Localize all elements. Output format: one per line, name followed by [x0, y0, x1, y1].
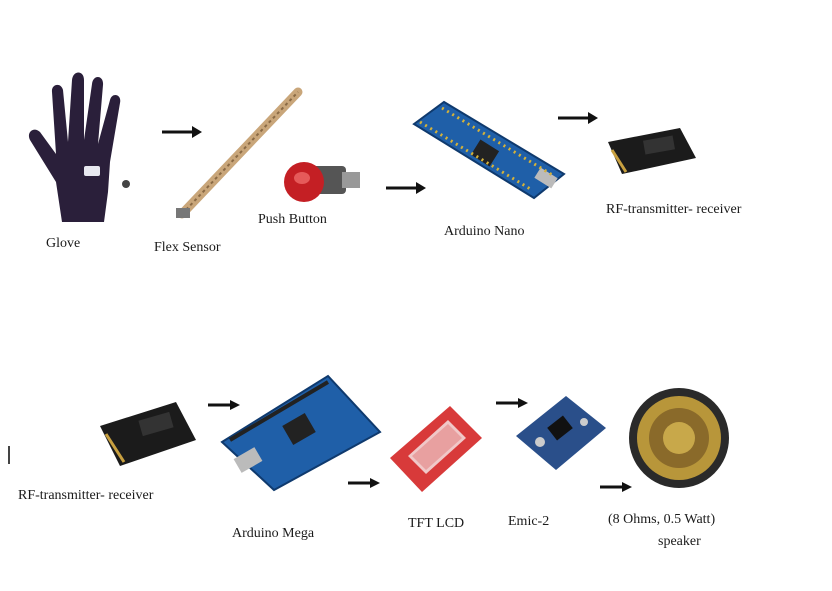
rf-module-image	[96, 396, 200, 472]
arrow-right-icon	[556, 110, 600, 126]
glove-label: Glove	[46, 236, 81, 251]
push-button-image	[280, 156, 364, 208]
arduino-nano-label: Arduino Nano	[444, 224, 525, 239]
emic2-label: Emic-2	[508, 514, 550, 529]
rf-module-image	[604, 124, 700, 176]
arduino-mega-image	[216, 372, 386, 494]
tft-lcd-image	[382, 400, 486, 496]
glove-image	[22, 62, 140, 230]
arrow-right-icon	[160, 124, 204, 140]
arduino-mega-label: Arduino Mega	[232, 526, 315, 541]
arrow-right-icon	[598, 480, 634, 494]
push-button-label: Push Button	[258, 212, 327, 227]
flex-sensor-label: Flex Sensor	[154, 240, 221, 255]
flex-sensor-image	[170, 84, 310, 224]
arrow-right-icon	[346, 476, 382, 490]
rf-bottom-label: RF-transmitter- receiver	[18, 488, 154, 503]
speaker-label-line2: speaker	[658, 534, 701, 549]
arrow-right-icon	[206, 398, 242, 412]
tft-lcd-label: TFT LCD	[408, 516, 465, 531]
speaker-label-line1: (8 Ohms, 0.5 Watt)	[608, 512, 716, 527]
arrow-right-icon	[384, 180, 428, 196]
speaker-image	[624, 384, 734, 492]
emic2-image	[510, 392, 610, 474]
divider-mark	[8, 446, 10, 464]
arrow-right-icon	[494, 396, 530, 410]
arduino-nano-image	[404, 94, 572, 204]
rf-top-label: RF-transmitter- receiver	[606, 202, 742, 217]
